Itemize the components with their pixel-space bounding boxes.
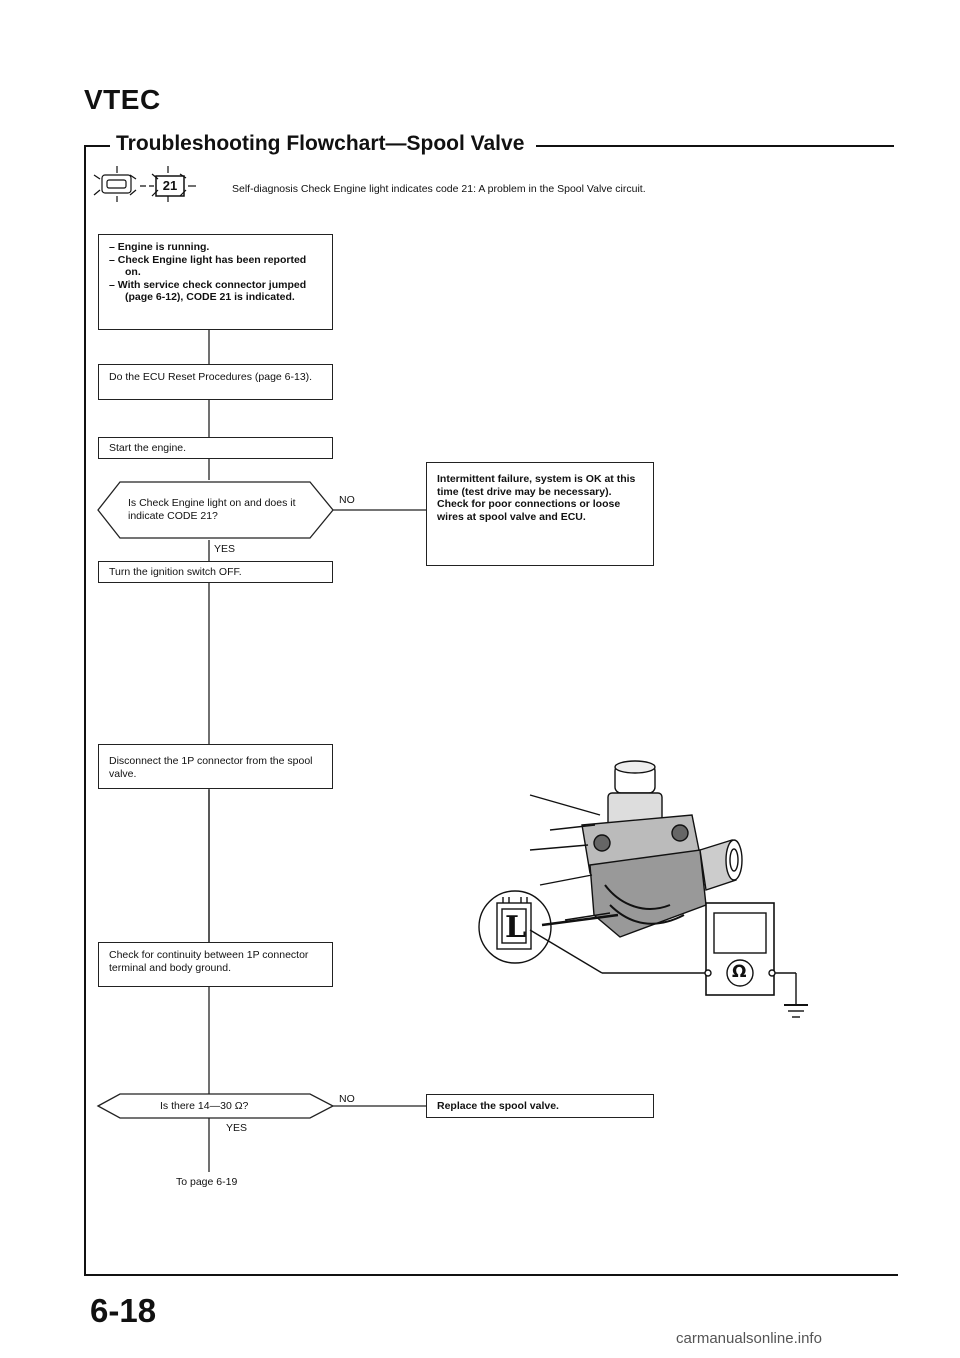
to-next-page-label: To page 6-19 <box>176 1176 238 1188</box>
step-continuity-text: Check for continuity between 1P connecto… <box>109 949 309 974</box>
decision-2-yes-label: YES <box>226 1122 248 1134</box>
trouble-code: 21 <box>162 178 178 193</box>
page-number: 6-18 <box>90 1292 157 1329</box>
connector-terminal-symbol: L <box>505 910 527 945</box>
decision-1-yes-label: YES <box>214 543 236 555</box>
condition-item: – Check Engine light has been reported o… <box>109 253 307 279</box>
decision-diamond-2 <box>96 1093 335 1119</box>
step-start-engine-text: Start the engine. <box>109 442 187 454</box>
decision-2-no-label: NO <box>339 1093 355 1105</box>
intermittent-failure-text: Intermittent failure, system is OK at th… <box>437 473 636 523</box>
step-ignition-off-text: Turn the ignition switch OFF. <box>109 566 242 578</box>
step-disconnect-box: Disconnect the 1P connector from the spo… <box>98 744 333 789</box>
replace-spool-valve-text: Replace the spool valve. <box>437 1100 559 1112</box>
step-continuity-box: Check for continuity between 1P connecto… <box>98 942 333 987</box>
condition-item: – Engine is running. <box>109 241 210 253</box>
intermittent-failure-box: Intermittent failure, system is OK at th… <box>426 462 654 566</box>
decision-diamond-1 <box>97 481 334 539</box>
title-rule-right <box>536 145 894 147</box>
decision-2-text: Is there 14—30 Ω? <box>160 1100 249 1112</box>
check-engine-code-icon <box>93 166 196 202</box>
step-ecu-reset-box: Do the ECU Reset Procedures (page 6-13). <box>98 364 333 400</box>
self-diagnosis-text: Self-diagnosis Check Engine light indica… <box>232 183 646 195</box>
replace-spool-valve-box: Replace the spool valve. <box>426 1094 654 1118</box>
step-start-engine-box: Start the engine. <box>98 437 333 459</box>
ohmmeter-symbol: Ω <box>732 962 747 982</box>
decision-1-no-label: NO <box>339 494 355 506</box>
section-title: VTEC <box>84 84 161 115</box>
condition-item: – With service check connector jumped (p… <box>109 278 307 304</box>
step-ignition-off-box: Turn the ignition switch OFF. <box>98 561 333 583</box>
frame-bottom-border <box>84 1274 898 1276</box>
spool-valve-illustration <box>478 760 808 1018</box>
watermark-text: carmanualsonline.info <box>676 1330 822 1347</box>
frame-left-border <box>84 145 86 1275</box>
title-rule-left <box>84 145 110 147</box>
decision-1-text: Is Check Engine light on and does it ind… <box>128 497 296 522</box>
conditions-box: – Engine is running. – Check Engine ligh… <box>98 234 333 330</box>
step-disconnect-text: Disconnect the 1P connector from the spo… <box>109 755 313 780</box>
step-ecu-reset-text: Do the ECU Reset Procedures (page 6-13). <box>109 371 313 383</box>
page-title: Troubleshooting Flowchart—Spool Valve <box>116 132 525 155</box>
